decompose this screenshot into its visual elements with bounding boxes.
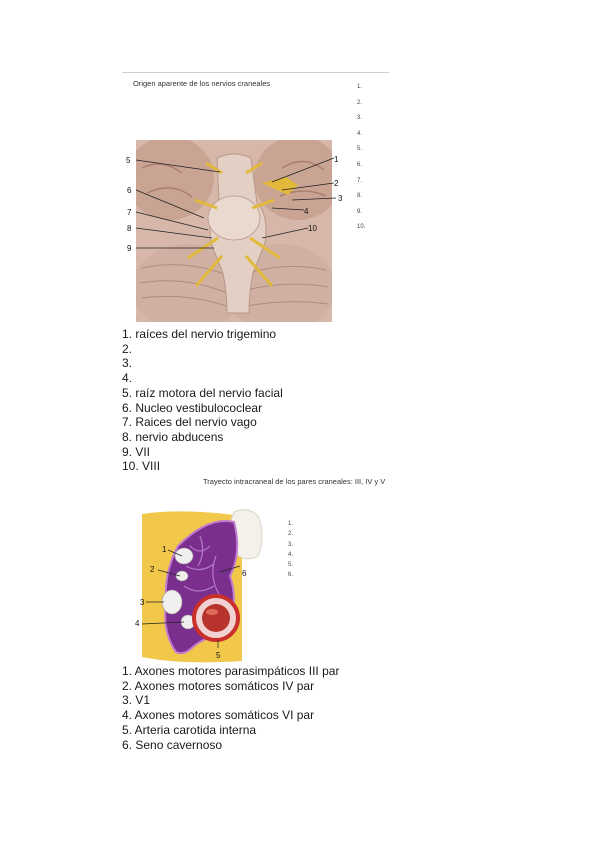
callout-6: 6 [242, 569, 247, 578]
callout-6: 6 [127, 186, 132, 195]
callout-4: 4 [135, 619, 140, 628]
blank-number: 3. [357, 115, 363, 122]
answer-item: 4. Axones motores somáticos VI par [122, 708, 315, 723]
blank-number: 7. [357, 177, 363, 184]
callout-8: 8 [127, 224, 132, 233]
answer-item: 2. [122, 341, 133, 356]
answer-item: 5. Arteria carotida interna [122, 722, 257, 737]
answer-item: 7. Raices del nervio vago [122, 415, 257, 430]
blank-number: 6. [357, 161, 363, 168]
blank-number: 3. [288, 541, 294, 548]
answer-item: 1. Axones motores parasimpáticos III par [122, 664, 340, 678]
answer-item: 10. VIII [122, 459, 161, 474]
answer-item: 3. [122, 356, 133, 371]
answer-item: 6. Seno cavernoso [122, 737, 223, 752]
answer-item: 2. Axones motores somáticos IV par [122, 678, 315, 693]
answer-item: 6. Nucleo vestibulococlear [122, 400, 263, 415]
answer-list-1: 1. raíces del nervio trigemino 2. 3. 4. … [122, 327, 283, 474]
cavernous-sinus-illustration: 1 2 3 4 5 6 [135, 509, 263, 663]
callout-1: 1 [162, 545, 167, 554]
blank-number: 1. [357, 84, 363, 90]
callout-4: 4 [304, 207, 309, 216]
figure1-top-rule [122, 72, 389, 73]
answer-list-2: 1. Axones motores parasimpáticos III par… [122, 664, 339, 752]
callout-10: 10 [308, 224, 317, 233]
blank-number: 10. [357, 224, 366, 231]
blank-number: 4. [357, 130, 363, 137]
figure1-title: Origen aparente de los nervios craneales [133, 79, 271, 88]
answer-item: 4. [122, 371, 133, 386]
answer-item: 1. raíces del nervio trigemino [122, 327, 277, 341]
blank-number: 9. [357, 208, 363, 215]
blank-number: 1. [288, 521, 294, 527]
callout-1: 1 [334, 155, 339, 164]
figure1-blank-list: 1. 2. 3. 4. 5. 6. 7. 8. 9. 10. [357, 84, 365, 240]
blank-number: 6. [288, 572, 294, 579]
callout-5: 5 [216, 651, 221, 660]
blank-number: 2. [357, 99, 363, 106]
answer-item: 3. V1 [122, 693, 151, 708]
blank-number: 5. [288, 562, 294, 569]
blank-number: 2. [288, 531, 294, 538]
answer-item: 8. nervio abducens [122, 429, 224, 444]
figure2-title: Trayecto intracraneal de los pares crane… [203, 477, 386, 486]
callout-2: 2 [150, 565, 155, 574]
blank-number: 5. [357, 146, 363, 153]
callout-5: 5 [126, 156, 131, 165]
answer-item: 5. raíz motora del nervio facial [122, 385, 283, 400]
brainstem-illustration: 5 1 2 3 4 6 7 8 9 10 [126, 140, 343, 322]
callout-3: 3 [338, 194, 343, 203]
answer-item: 9. VII [122, 444, 151, 459]
figure2-blank-list: 1. 2. 3. 4. 5. 6. [288, 521, 293, 583]
callout-7: 7 [127, 208, 132, 217]
callout-3: 3 [140, 598, 145, 607]
blank-number: 8. [357, 193, 363, 200]
callout-9: 9 [127, 244, 132, 253]
blank-number: 4. [288, 551, 294, 558]
callout-2: 2 [334, 179, 339, 188]
